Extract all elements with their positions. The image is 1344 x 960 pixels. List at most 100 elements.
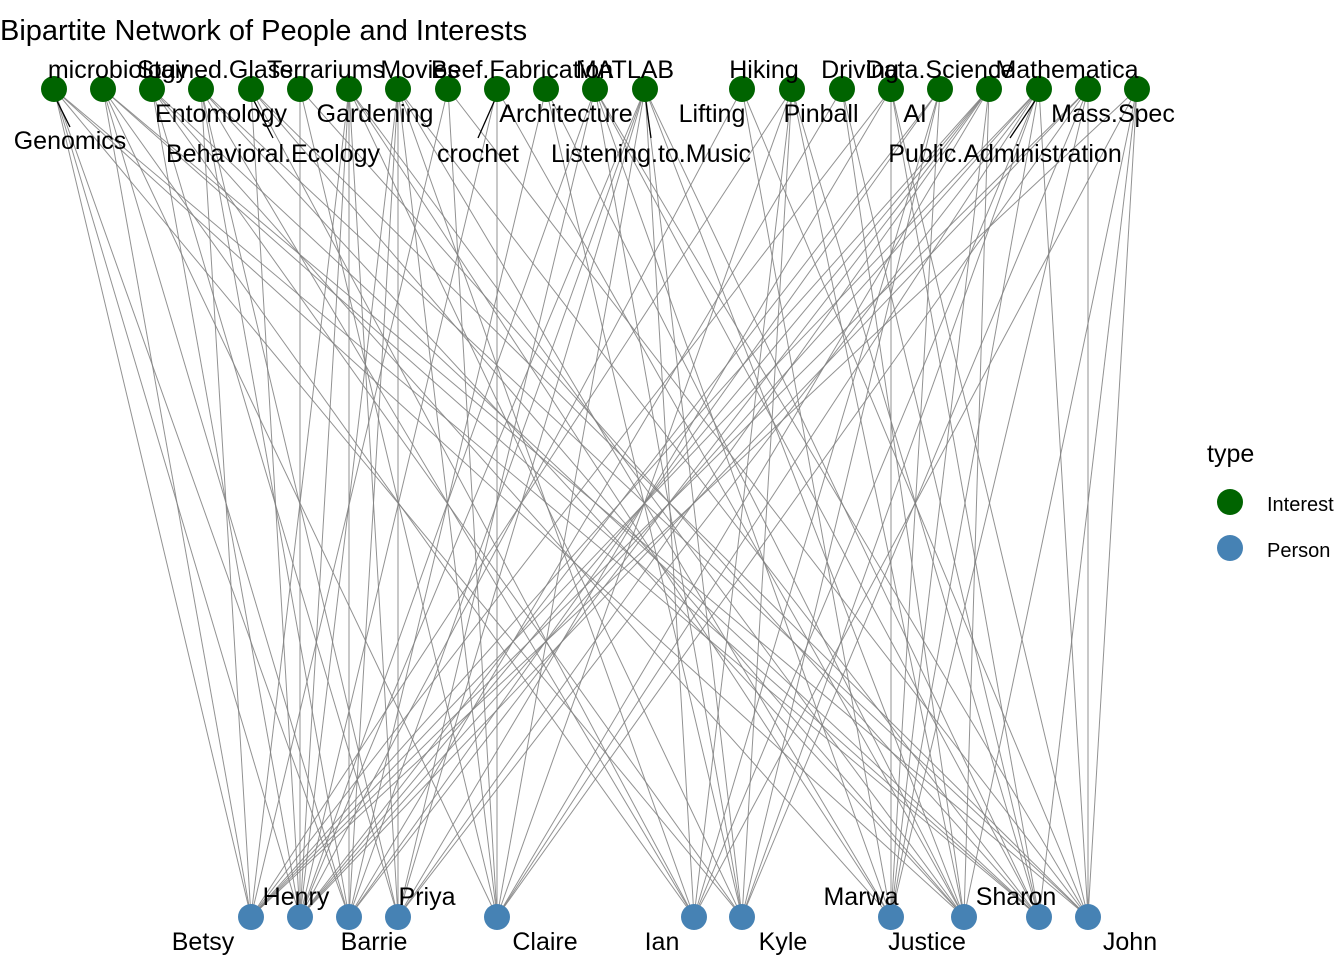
- edge-ian-behavioral-ecology: [250, 88, 695, 918]
- edge-justice-gardening: [348, 88, 965, 918]
- person-node-henry: [287, 904, 313, 930]
- interest-node-mathematica: [1075, 76, 1101, 102]
- person-node-john: [1075, 904, 1101, 930]
- edge-john-listening-to-music: [594, 88, 1089, 918]
- interest-node-microbiology: [90, 76, 116, 102]
- edge-henry-genomics: [53, 88, 301, 918]
- edge-kyle-stained-glass: [151, 88, 743, 918]
- interest-label-genomics: Genomics: [14, 127, 127, 155]
- interest-node-entomology: [188, 76, 214, 102]
- edge-justice-behavioral-ecology: [250, 88, 965, 918]
- person-node-ian: [681, 904, 707, 930]
- edge-kyle-matlab: [644, 88, 743, 918]
- legend-label-person: Person: [1267, 540, 1330, 562]
- leader-line-behavioral-ecology: [250, 94, 274, 139]
- edge-sharon-movies: [397, 88, 1040, 918]
- interest-node-pinball: [829, 76, 855, 102]
- person-node-justice: [951, 904, 977, 930]
- interest-label-matlab: MATLAB: [576, 56, 674, 84]
- interest-label-mathematica: Mathematica: [995, 56, 1138, 84]
- node-layer: [41, 76, 1150, 930]
- person-node-sharon: [1026, 904, 1052, 930]
- edge-john-data-science: [1038, 88, 1089, 918]
- person-label-ian: Ian: [645, 928, 680, 956]
- edge-layer: [53, 88, 1138, 918]
- edge-barrie-genomics: [53, 88, 350, 918]
- edge-ian-data-science: [693, 88, 1040, 918]
- interest-label-public-administration: Public.Administration: [888, 140, 1121, 168]
- edge-kyle-genomics: [53, 88, 743, 918]
- leader-line-listening-to-music: [644, 94, 652, 139]
- edge-marwa-listening-to-music: [594, 88, 892, 918]
- person-label-john: John: [1103, 928, 1157, 956]
- interest-label-hiking: Hiking: [729, 56, 798, 84]
- edge-claire-mathematica: [496, 88, 1089, 918]
- person-node-marwa: [878, 904, 904, 930]
- interest-node-architecture: [533, 76, 559, 102]
- legend-key-interest: [1217, 489, 1243, 515]
- edge-john-lifting: [741, 88, 1089, 918]
- interest-label-mass-spec: Mass.Spec: [1051, 100, 1175, 128]
- edge-sharon-microbiology: [102, 88, 1040, 918]
- person-label-kyle: Kyle: [759, 928, 808, 956]
- interest-label-entomology: Entomology: [155, 100, 288, 128]
- interest-label-stained-glass: Stained.Glass: [137, 56, 293, 84]
- interest-label-terrariums: Terrariums: [267, 56, 385, 84]
- interest-node-data-science: [1026, 76, 1052, 102]
- edge-priya-stained-glass: [151, 88, 399, 918]
- interest-label-data-science: Data.Science: [866, 56, 1015, 84]
- edge-sharon-driving: [890, 88, 1040, 918]
- interest-node-movies: [385, 76, 411, 102]
- edge-justice-entomology: [200, 88, 965, 918]
- person-label-betsy: Betsy: [172, 928, 235, 956]
- interest-node-driving: [878, 76, 904, 102]
- interest-node-crochet: [484, 76, 510, 102]
- edge-john-mass-spec: [1087, 88, 1138, 918]
- interest-node-lifting: [729, 76, 755, 102]
- person-label-claire: Claire: [512, 928, 577, 956]
- person-label-priya: Priya: [399, 883, 456, 911]
- interest-node-listening-to-music: [582, 76, 608, 102]
- interest-node-gardening: [336, 76, 362, 102]
- legend: type Interest Person: [1207, 440, 1334, 562]
- interest-node-genomics: [41, 76, 67, 102]
- edge-sharon-genomics: [53, 88, 1040, 918]
- interest-label-behavioral-ecology: Behavioral.Ecology: [166, 140, 381, 168]
- interest-node-ai: [976, 76, 1002, 102]
- interest-label-architecture: Architecture: [499, 100, 632, 128]
- interest-node-public-administration: [927, 76, 953, 102]
- interest-node-matlab: [632, 76, 658, 102]
- interest-label-lifting: Lifting: [679, 100, 746, 128]
- edge-justice-mass-spec: [963, 88, 1138, 918]
- person-node-kyle: [729, 904, 755, 930]
- person-label-justice: Justice: [888, 928, 966, 956]
- edge-justice-pinball: [841, 88, 965, 918]
- edge-henry-gardening: [299, 88, 350, 918]
- interest-node-behavioral-ecology: [238, 76, 264, 102]
- legend-label-interest: Interest: [1267, 494, 1334, 516]
- edge-justice-hiking: [791, 88, 965, 918]
- edge-john-beef-fabrication: [447, 88, 1089, 918]
- legend-title: type: [1207, 440, 1254, 468]
- interest-label-gardening: Gardening: [317, 100, 434, 128]
- interest-node-mass-spec: [1124, 76, 1150, 102]
- edge-kyle-hiking: [741, 88, 793, 918]
- edge-john-microbiology: [102, 88, 1089, 918]
- edge-barrie-microbiology: [102, 88, 350, 918]
- person-label-henry: Henry: [263, 883, 330, 911]
- interest-label-movies: Movies: [380, 56, 459, 84]
- interest-label-beef-fabrication: Beef.Fabrication: [431, 56, 613, 84]
- legend-key-person: [1217, 535, 1243, 561]
- person-label-barrie: Barrie: [341, 928, 408, 956]
- edge-betsy-genomics: [53, 88, 252, 918]
- edge-kyle-listening-to-music: [594, 88, 743, 918]
- interest-label-microbiology: microbiology: [48, 56, 189, 84]
- edge-justice-genomics: [53, 88, 965, 918]
- edge-kyle-gardening: [348, 88, 743, 918]
- interest-node-beef-fabrication: [435, 76, 461, 102]
- edge-marwa-gardening: [348, 88, 892, 918]
- interest-label-pinball: Pinball: [783, 100, 858, 128]
- interest-node-stained-glass: [139, 76, 165, 102]
- person-label-marwa: Marwa: [823, 883, 898, 911]
- edge-justice-ai: [963, 88, 990, 918]
